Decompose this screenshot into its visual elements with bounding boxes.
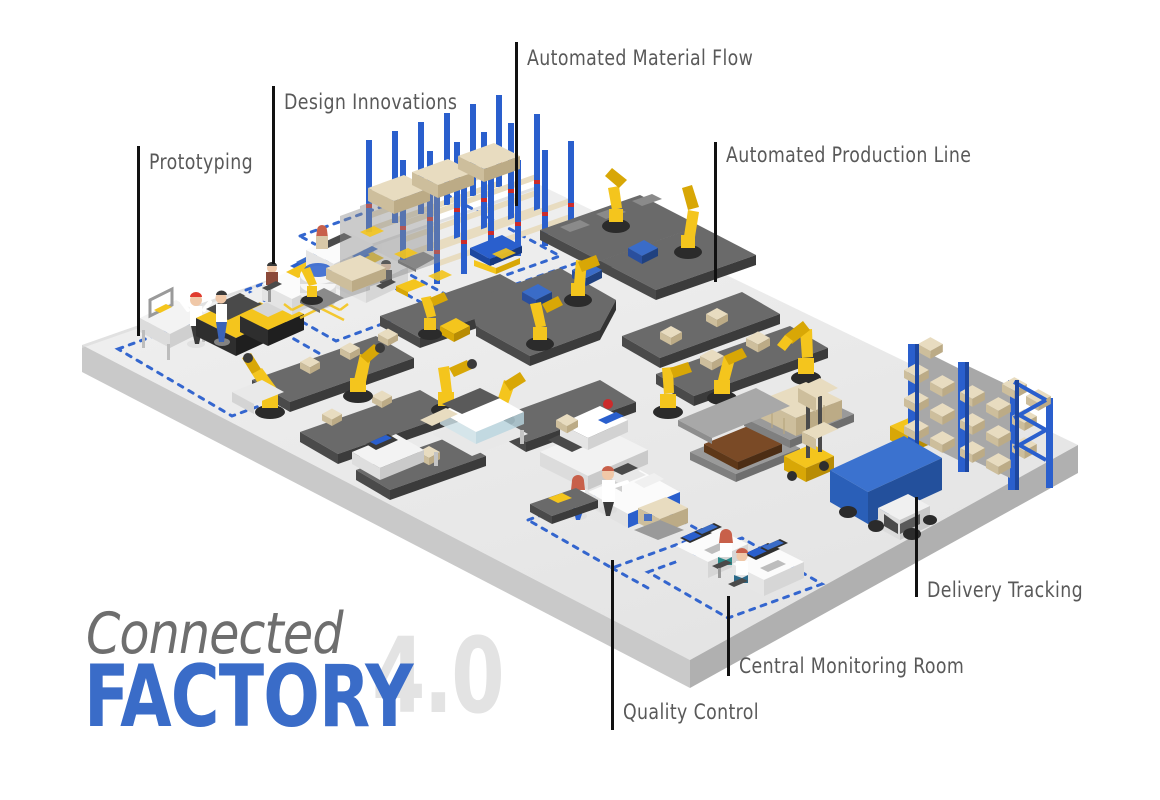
zone-high-bay-racking <box>300 95 574 313</box>
logo-version: 4.0 <box>372 615 505 737</box>
callout-delivery-tracking[interactable]: Delivery Tracking <box>927 580 1097 601</box>
zone-prototyping <box>140 284 304 360</box>
logo-main-word: FACTORY <box>84 647 413 747</box>
leader-line-automated-production-line <box>714 142 717 282</box>
logo-script-word: Connected <box>86 601 343 667</box>
callout-label-prototyping: Prototyping <box>149 150 254 174</box>
callout-label-central-monitoring-room: Central Monitoring Room <box>739 654 965 678</box>
logo-connected-factory: 4.0 Connected FACTORY <box>84 601 505 741</box>
callout-quality-control[interactable]: Quality Control <box>623 702 771 723</box>
callout-label-delivery-tracking: Delivery Tracking <box>927 578 1083 602</box>
leader-line-design-innovations <box>272 86 275 264</box>
callout-automated-material-flow[interactable]: Automated Material Flow <box>527 48 773 69</box>
callout-label-automated-material-flow: Automated Material Flow <box>527 46 754 70</box>
leader-line-central-monitoring-room <box>727 596 730 676</box>
callout-automated-production-line[interactable]: Automated Production Line <box>726 145 993 166</box>
zone-quality-control <box>530 463 688 540</box>
callout-design-innovations[interactable]: Design Innovations <box>284 92 472 113</box>
callout-label-automated-production-line: Automated Production Line <box>726 143 972 167</box>
zone-production-line <box>232 168 828 500</box>
callout-label-quality-control: Quality Control <box>623 700 759 724</box>
leader-line-delivery-tracking <box>915 497 918 597</box>
zone-monitoring-room <box>676 523 804 596</box>
callout-central-monitoring-room[interactable]: Central Monitoring Room <box>739 656 984 677</box>
callout-prototyping[interactable]: Prototyping <box>149 152 262 173</box>
leader-line-prototyping <box>137 146 140 336</box>
leader-line-quality-control <box>611 560 614 730</box>
callout-label-design-innovations: Design Innovations <box>284 90 458 114</box>
leader-line-automated-material-flow <box>515 42 518 206</box>
